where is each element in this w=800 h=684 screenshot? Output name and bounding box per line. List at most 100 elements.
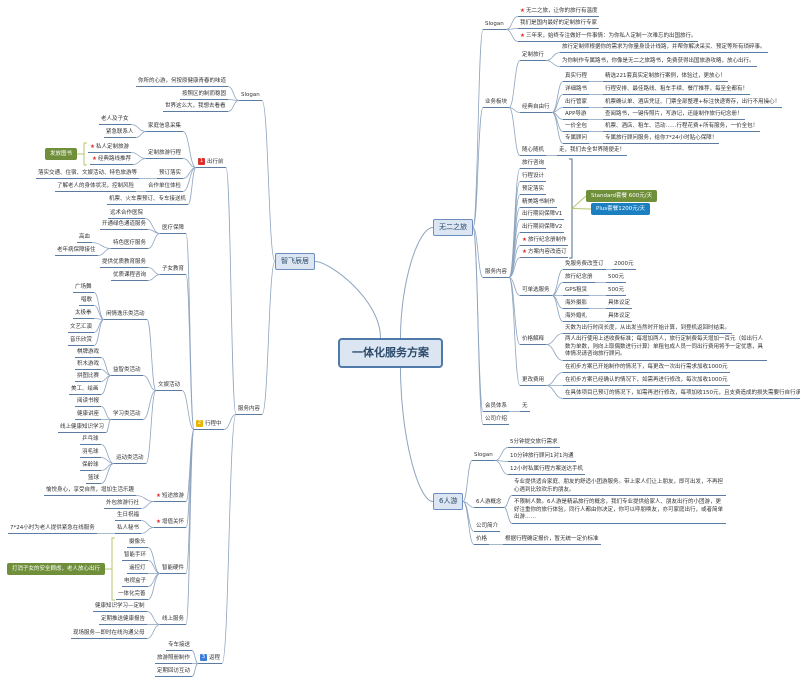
topic-ws1[interactable]: 我们是国内最好的定制旅行专家 xyxy=(518,19,600,29)
topic-rt0[interactable]: 专车接送 xyxy=(166,641,193,651)
topic-bk[interactable]: 预订落实 xyxy=(157,169,184,179)
topic-wsg0[interactable]: 免服务费改签订 xyxy=(563,260,606,270)
topic-on1[interactable]: 定期推送健康报告 xyxy=(99,615,148,625)
topic-wv[interactable]: 服务内容 xyxy=(483,268,510,278)
topic-wsp4[interactable]: 具体议定 xyxy=(606,312,633,322)
topic-wsg1[interactable]: 旅行纪念册 xyxy=(563,273,595,283)
topic-st2[interactable]: 线上健康知识学习 xyxy=(58,423,107,433)
topic-tr1[interactable]: 外包旅游行社 xyxy=(104,499,142,509)
topic-hw[interactable]: 智能硬件 xyxy=(160,564,187,574)
topic-rt1[interactable]: 旅游照册制作 xyxy=(155,654,193,664)
callout-pk0[interactable]: Standard套餐 600元/天 xyxy=(586,190,658,202)
topic-wsp1[interactable]: 500元 xyxy=(606,273,626,283)
topic-wv2[interactable]: 预定落实 xyxy=(520,185,547,195)
topic-ws0[interactable]: ★无二之旅，让你的旅行有温度 xyxy=(518,7,600,17)
topic-wv5[interactable]: 出行期间保障V2 xyxy=(520,223,565,233)
topic-wco[interactable]: 公司介绍 xyxy=(483,415,510,425)
topic-wch[interactable]: 更改费用 xyxy=(520,376,547,386)
topic-tr[interactable]: ★短途旅游 xyxy=(154,492,186,502)
topic-ed[interactable]: 子女教育 xyxy=(160,265,187,275)
topic-on[interactable]: 线上服务 xyxy=(160,615,187,625)
topic-le3[interactable]: 文艺汇演 xyxy=(68,323,95,333)
topic-cu[interactable]: 定制旅游行程 xyxy=(146,149,184,159)
topic-wb[interactable]: 业务板块 xyxy=(483,98,510,108)
topic-pz[interactable]: 益智类活动 xyxy=(111,366,143,376)
topic-ed0[interactable]: 提供优质教育服务 xyxy=(100,258,149,268)
topic-le[interactable]: 闲情逸乐类活动 xyxy=(104,310,147,320)
main-topic-liuren[interactable]: 6人游 xyxy=(433,492,464,510)
topic-sp0[interactable]: 高血 xyxy=(77,233,93,243)
topic-ls2[interactable]: 12小时私属行程方案送达手机 xyxy=(508,465,585,475)
topic-on2[interactable]: 现场服务—即时在线沟通父母 xyxy=(71,629,147,639)
topic-ca0[interactable]: 生日祝福 xyxy=(115,511,142,521)
topic-wsg2[interactable]: GPS租赁 xyxy=(563,286,590,296)
topic-wld0[interactable]: 精选221套真实定制旅行案例，体验过，更放心！ xyxy=(603,72,728,82)
topic-tx[interactable]: 机票、火车票预订、专车接送机 xyxy=(107,195,189,205)
topic-wsg4[interactable]: 海外婚礼 xyxy=(563,312,590,322)
topic-wl2[interactable]: 出行管家 xyxy=(563,98,590,108)
topic-st[interactable]: 学习类活动 xyxy=(111,410,143,420)
topic-wld3[interactable]: 查阅路书，一键传照片，写游记，还能制作旅行纪念册！ xyxy=(603,110,745,120)
topic-hw1[interactable]: 智能手环 xyxy=(122,551,149,561)
topic-tr0[interactable]: 愉悦身心，享受自然，增加生活乐趣 xyxy=(44,486,137,496)
topic-ls1[interactable]: 10分钟旅行顾问1对1沟通 xyxy=(508,452,576,462)
topic-ws[interactable]: Slogan xyxy=(483,20,506,30)
topic-le4[interactable]: 音乐欣赏 xyxy=(68,336,95,346)
topic-wld5[interactable]: 专属旅行顾问服务，给你7*24小时贴心保障！ xyxy=(603,134,720,144)
topic-wld1[interactable]: 行程安排、最佳路线、租车手续、餐厅推荐，每至全都有！ xyxy=(603,85,751,95)
topic-me[interactable]: 医疗保障 xyxy=(160,224,187,234)
topic-wm[interactable]: 会员体系 xyxy=(483,402,510,412)
topic-zs0[interactable]: 你所的心游，何按原健康青春的味道 xyxy=(136,77,229,87)
topic-wc[interactable]: 定制旅行 xyxy=(520,51,547,61)
topic-me1[interactable]: 开通绿色通道服务 xyxy=(100,220,149,230)
topic-zv[interactable]: 服务内容 xyxy=(236,405,263,415)
main-topic-wuer[interactable]: 无二之旅 xyxy=(433,218,473,236)
topic-cas[interactable]: 7*24小时为老人提供紧急在线服务 xyxy=(8,524,97,534)
topic-cu0[interactable]: ★私人定制旅游 xyxy=(88,143,131,153)
topic-wsp3[interactable]: 具体议定 xyxy=(606,299,633,309)
topic-st0[interactable]: 阅读书报 xyxy=(75,397,102,407)
topic-hw4[interactable]: 一体化完善 xyxy=(116,590,148,600)
callout-pk1[interactable]: Plus套餐1200元/天 xyxy=(591,203,651,215)
topic-lc[interactable]: 6人游概念 xyxy=(474,498,504,508)
topic-hw2[interactable]: 遥控灯 xyxy=(127,564,148,574)
topic-ed1[interactable]: 优质课程咨询 xyxy=(111,271,149,281)
topic-ca1[interactable]: 私人秘书 xyxy=(115,524,142,534)
topic-wl[interactable]: 经典自由行 xyxy=(520,103,552,113)
callout-hwN[interactable]: 打消子女的安全顾虑，老人放心出行 xyxy=(7,563,106,575)
topic-le2[interactable]: 太极拳 xyxy=(73,309,94,319)
topic-wp[interactable]: 价格解释 xyxy=(520,335,547,345)
topic-lco[interactable]: 公司简介 xyxy=(474,522,501,532)
topic-ck[interactable]: 合作单位体检 xyxy=(146,182,184,192)
topic-ca[interactable]: ★增值关怀 xyxy=(154,518,186,528)
topic-fu[interactable]: 文娱活动 xyxy=(156,381,183,391)
topic-sp1[interactable]: 老年病保障接住 xyxy=(55,246,98,256)
topic-zs2[interactable]: 世界这么大，我想去看看 xyxy=(163,102,228,112)
topic-so1[interactable]: 羽毛球 xyxy=(80,448,101,458)
topic-ls[interactable]: Slogan xyxy=(472,451,495,461)
topic-wch1[interactable]: 在初步方案已经确认的情况下，如需再进行修改，每次加收1000元 xyxy=(563,376,730,386)
topic-st1[interactable]: 健康讲座 xyxy=(75,410,102,420)
topic-wv7[interactable]: ★方案内容改造订 xyxy=(520,248,569,258)
topic-wl3[interactable]: APP导游 xyxy=(563,110,589,120)
topic-wv1[interactable]: 行程设计 xyxy=(520,172,547,182)
topic-le1[interactable]: 唱歌 xyxy=(79,296,95,306)
callout-cuN[interactable]: 发放图书 xyxy=(45,148,78,160)
topic-le0[interactable]: 广场舞 xyxy=(73,283,94,293)
central-topic[interactable]: 一体化服务方案 xyxy=(338,338,443,368)
topic-lc0[interactable]: 专业提供适合家庭、朋友的舒适小团游服务。带上家人们让上朋友，即可出发，不再担心遇… xyxy=(512,479,726,496)
topic-me2[interactable]: 特色医疗服务 xyxy=(111,239,149,249)
topic-wl5[interactable]: 专属顾问 xyxy=(563,134,590,144)
topic-ws2[interactable]: ★三年来，始终专注做好一件事情：为你私人定制一次难忘的出国旅行。 xyxy=(518,32,699,42)
topic-wmv[interactable]: 无 xyxy=(520,402,530,412)
topic-rt2[interactable]: 定期回访互动 xyxy=(155,667,193,677)
topic-ls0[interactable]: 5分钟提交旅行需求 xyxy=(508,438,560,448)
topic-zs[interactable]: Slogan xyxy=(239,91,262,101)
topic-wv6[interactable]: ★旅行纪念册制作 xyxy=(520,236,569,246)
topic-wl1[interactable]: 详细路书 xyxy=(563,85,590,95)
topic-hw0[interactable]: 摄像头 xyxy=(127,538,148,548)
topic-lc1[interactable]: 不限制人数。6人游是精品旅行的概念，我们专业提供给家人、朋友出行的小团游，更好注… xyxy=(512,499,726,524)
topic-pz3[interactable]: 美工、绘画 xyxy=(69,385,101,395)
topic-wld4[interactable]: 机票、酒店、租车、活动……行程花费+所有服务，一价全包！ xyxy=(603,122,761,132)
